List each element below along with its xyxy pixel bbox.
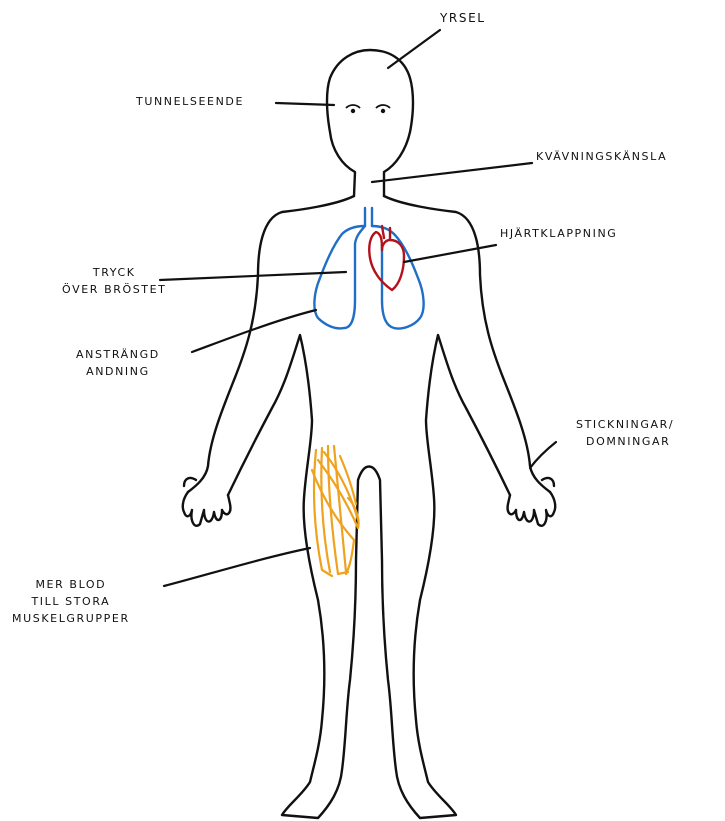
body-outline xyxy=(188,196,550,818)
head-outline xyxy=(327,50,413,196)
lungs xyxy=(314,208,423,329)
label-palpitations: HJÄRTKLAPPNING xyxy=(500,225,617,242)
label-labored-breathing: ANSTRÄNGD ANDNING xyxy=(76,346,160,380)
label-tunnel-vision: TUNNELSEENDE xyxy=(136,93,244,110)
right-hand xyxy=(508,478,556,526)
label-chest-pressure: TRYCK ÖVER BRÖSTET xyxy=(62,264,167,298)
label-choking: KVÄVNINGSKÄNSLA xyxy=(536,148,667,165)
label-muscle-blood: MER BLOD TILL STORA MUSKELGRUPPER xyxy=(12,576,130,627)
eyes xyxy=(346,105,390,113)
heart xyxy=(369,226,404,290)
label-tingling: STICKNINGAR/ DOMNINGAR xyxy=(576,416,674,450)
thigh-muscles xyxy=(312,446,359,576)
label-dizziness: YRSEL xyxy=(440,10,486,27)
left-hand xyxy=(183,478,231,526)
